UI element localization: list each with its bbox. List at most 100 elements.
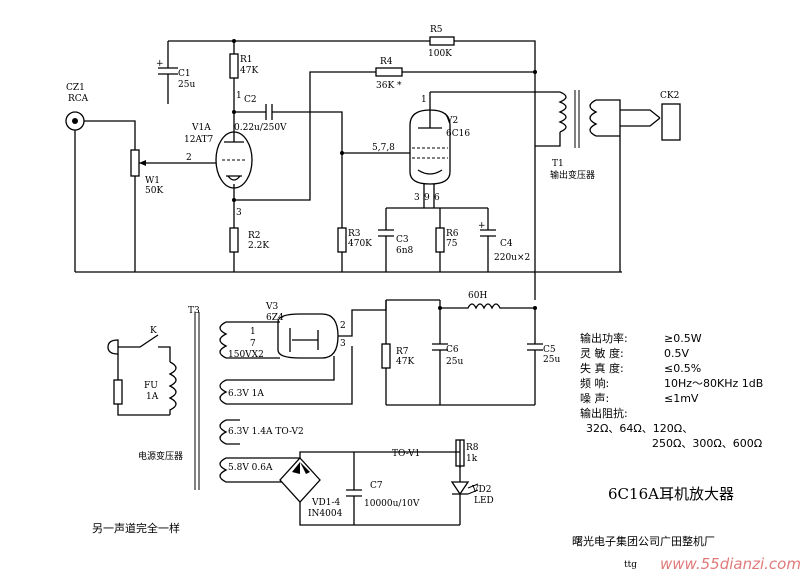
r5-value: 100K (428, 49, 452, 59)
v1a-pin1: 1 (236, 91, 242, 101)
t3-label: T3 (188, 306, 200, 316)
v2-pin6: 6 (434, 193, 440, 203)
w1-value: 50K (145, 186, 163, 196)
mains-plug-switch (107, 334, 171, 362)
r2-value: 2.2K (248, 241, 269, 251)
spec-5-label: 输出阻抗: (580, 406, 628, 420)
c7-value: 10000u/10V (364, 499, 420, 509)
c6-capacitor (432, 343, 448, 351)
ck2-jack (620, 109, 661, 127)
c1-capacitor (158, 41, 178, 104)
v2-grids (412, 147, 448, 159)
r1-label: R1 (240, 55, 253, 65)
l1-label: 60H (468, 291, 487, 301)
v2-tube (409, 109, 451, 185)
r5-resistor (429, 36, 455, 46)
r2-label: R2 (248, 231, 261, 241)
v1a-pin3: 3 (236, 208, 242, 218)
r3-label: R3 (348, 229, 361, 239)
r6-label: R6 (446, 229, 459, 239)
labels: CZ1 RCA W1 50K C1 25u R1 47K C2 0.22u/25… (66, 25, 800, 573)
spec-3-label: 频 响: (580, 376, 609, 390)
c4-value: 220u×2 (494, 253, 530, 263)
fu-value: 1A (146, 392, 159, 402)
watermark-small: ttg (624, 560, 637, 570)
r7-resistor (381, 343, 391, 369)
c3-label: C3 (396, 235, 409, 245)
v2-pin3: 3 (414, 193, 420, 203)
c4-capacitor (480, 229, 496, 237)
v3-pin7: 7 (250, 339, 256, 349)
watermark: www.55dianzi.com (660, 555, 800, 573)
svg-text:+: + (478, 221, 486, 231)
vd14-type: IN4004 (308, 509, 343, 519)
led-rays (467, 483, 479, 495)
impedance-line-1: 32Ω、64Ω、120Ω、 (586, 422, 693, 435)
cz1-type: RCA (68, 94, 89, 104)
v2-cathode (417, 169, 443, 175)
to-v1-label: TO-V1 (392, 449, 420, 459)
r4-resistor (375, 67, 403, 77)
v3-label: V3 (265, 302, 278, 312)
r7-label: R7 (396, 347, 409, 357)
c1-value: 25u (178, 80, 195, 90)
v2-type: 6C16 (446, 129, 470, 139)
c5-value: 25u (543, 355, 560, 365)
company-name: 曙光电子集团公司广田整机厂 (572, 534, 715, 548)
r4-value: 36K * (376, 81, 402, 91)
r8-label: R8 (466, 443, 479, 453)
c2-label: C2 (244, 95, 257, 105)
schematic-title: 6C16A耳机放大器 (608, 485, 734, 503)
v3-rectifier (277, 313, 339, 359)
ck2-label: CK2 (660, 91, 679, 101)
c6-label: C6 (446, 345, 459, 355)
fuse-wiring (117, 354, 170, 416)
c3-capacitor (378, 229, 394, 237)
t3-lv-label: 5.8V 0.6A (228, 463, 273, 473)
v3-pin2: 2 (340, 321, 346, 331)
r3-value: 470K (348, 239, 372, 249)
r8-value: 1k (466, 454, 478, 464)
v2-pins-578: 5,7,8 (372, 143, 395, 153)
fu-label: FU (144, 381, 158, 391)
v3-pin1: 1 (250, 327, 256, 337)
t1-label: T1 (552, 159, 564, 169)
v2-pin9: 9 (424, 193, 430, 203)
v3-output (338, 299, 440, 337)
spec-4-label: 噪 声: (580, 391, 609, 405)
v3-electrodes (289, 328, 319, 352)
c7-capacitor (346, 452, 362, 525)
r1-value: 47K (240, 66, 258, 76)
r5-label: R5 (430, 25, 443, 35)
r1-resistor (229, 53, 239, 79)
t3-heater-label: 6.3V 1A (228, 389, 264, 399)
v1a-label: V1A (191, 123, 211, 133)
v1a-pin2: 2 (186, 153, 192, 163)
spec-1-label: 灵 敏 度: (580, 346, 624, 360)
spec-4-value: ≤1mV (664, 392, 699, 405)
choke (440, 303, 535, 310)
r3-resistor (337, 227, 347, 253)
bridge-outputs (299, 451, 460, 526)
c5-label: C5 (543, 345, 556, 355)
r6-resistor (435, 227, 445, 253)
power-tx-label: 电源变压器 (138, 450, 183, 462)
k-label: K (150, 326, 157, 336)
v2-pin1: 1 (421, 95, 427, 105)
c2-value: 0.22u/250V (234, 123, 287, 133)
v1a-plate (224, 112, 244, 143)
t3-v3-heater (219, 346, 353, 405)
t3-v2-heater-label: 6.3V 1.4A TO-V2 (228, 427, 304, 437)
svg-text:+: + (156, 59, 164, 69)
v2-label: V2 (445, 116, 458, 126)
c4-label: C4 (500, 239, 513, 249)
c1-label: C1 (178, 69, 191, 79)
t3-hv-winding (219, 321, 280, 359)
vd2-type: LED (474, 496, 494, 506)
c6-value: 25u (446, 357, 463, 367)
c5-filter (386, 308, 543, 406)
spec-1-value: 0.5V (664, 347, 689, 360)
v3-type: 6Z4 (266, 313, 284, 323)
